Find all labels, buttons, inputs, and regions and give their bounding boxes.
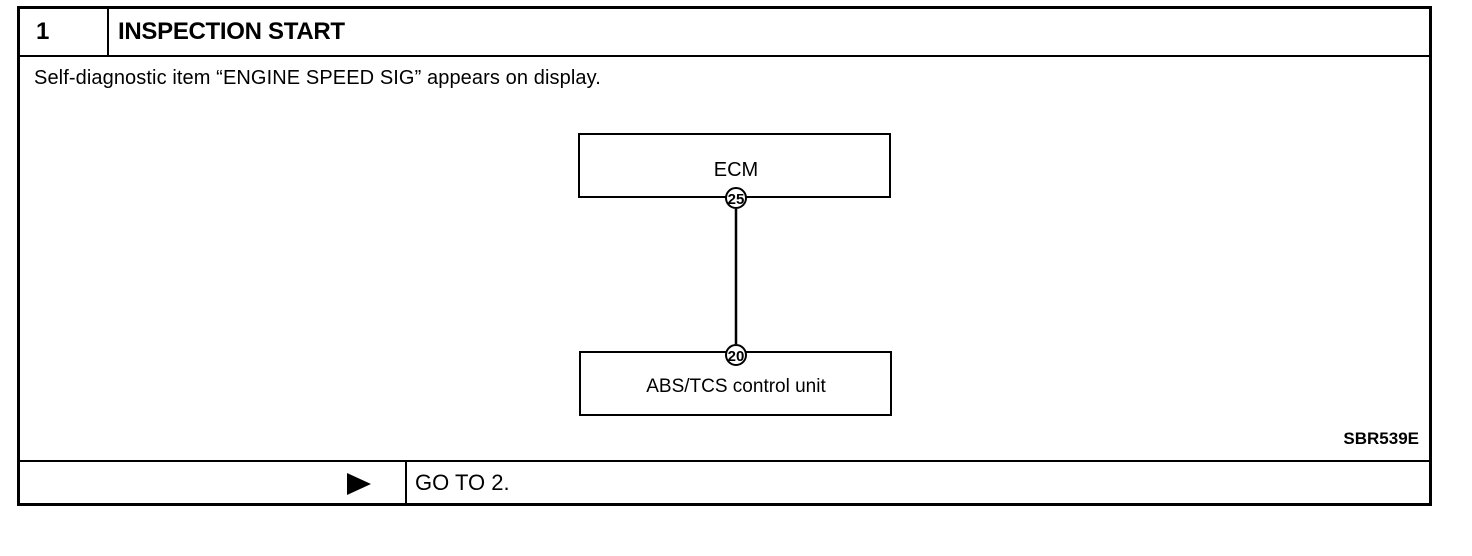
abs-tcs-terminal-number: 20 bbox=[728, 348, 745, 365]
step-title: INSPECTION START bbox=[118, 18, 345, 45]
abs-tcs-terminal-circle bbox=[725, 344, 747, 366]
ecm-terminal-circle bbox=[725, 187, 747, 209]
inspection-step-table: 1 INSPECTION START Self-diagnostic item … bbox=[17, 6, 1432, 506]
play-arrow-icon bbox=[347, 473, 371, 495]
result-arrow-cell bbox=[20, 462, 407, 503]
wiring-diagram: ECM 25 ABS/TCS control unit 20 bbox=[578, 133, 892, 416]
step-number: 1 bbox=[20, 9, 109, 55]
result-action: GO TO 2. bbox=[415, 470, 510, 495]
ecm-label: ECM bbox=[714, 159, 758, 181]
result-row: GO TO 2. bbox=[20, 460, 1429, 503]
ecm-terminal-number: 25 bbox=[728, 191, 745, 208]
step-description: Self-diagnostic item “ENGINE SPEED SIG” … bbox=[34, 67, 601, 89]
figure-code: SBR539E bbox=[1343, 429, 1419, 448]
ecm-box bbox=[578, 133, 891, 198]
abs-tcs-label: ABS/TCS control unit bbox=[646, 376, 826, 397]
step-header: 1 INSPECTION START bbox=[20, 9, 1429, 57]
